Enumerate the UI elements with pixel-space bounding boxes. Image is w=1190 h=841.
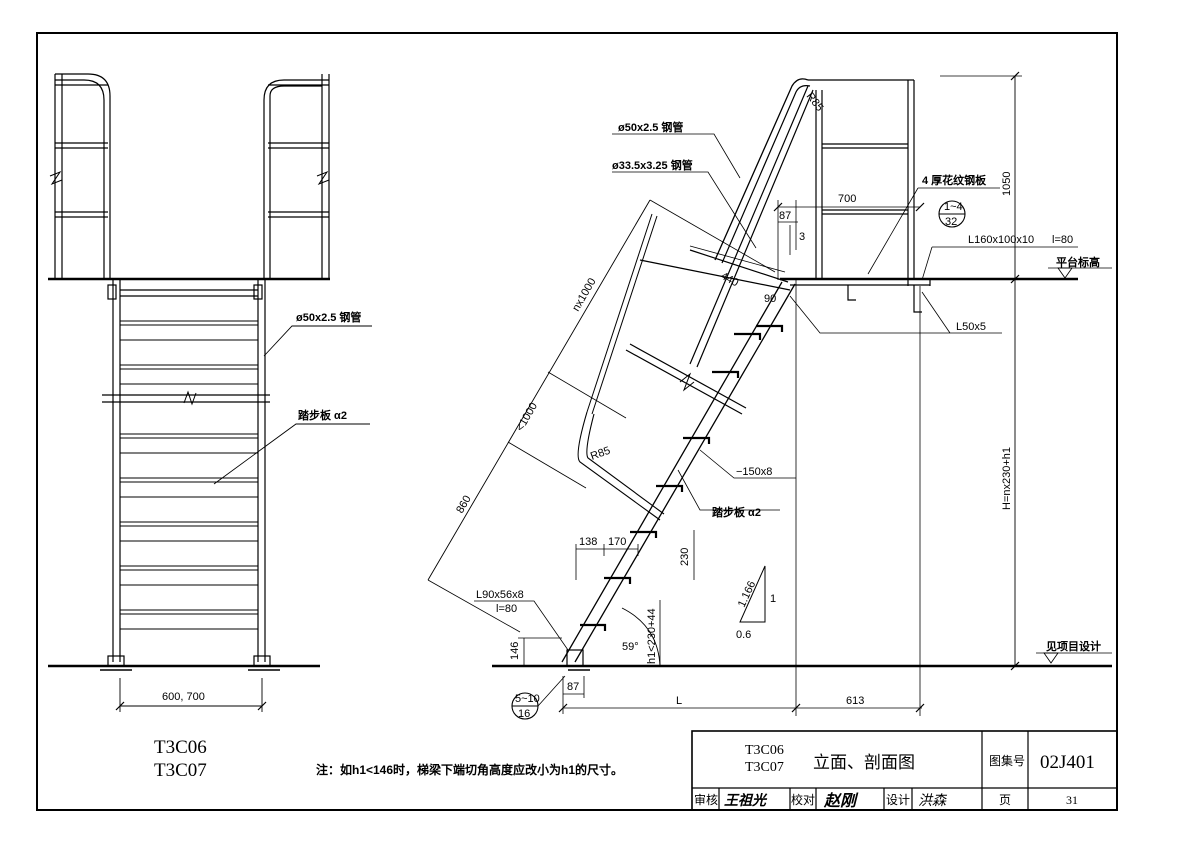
tb-atlas-label: 图集号 xyxy=(989,753,1025,768)
tb-review-sign: 王祖光 xyxy=(724,792,768,809)
tb-page-label: 页 xyxy=(999,793,1011,807)
label-l90-len: l=80 xyxy=(496,603,517,615)
dim-1050: 1050 xyxy=(1001,172,1013,196)
dim-146: 146 xyxy=(509,642,521,660)
title-block xyxy=(691,730,1118,811)
front-pipe-label: ø50x2.5 钢管 xyxy=(296,310,361,324)
slope-1: 1 xyxy=(770,593,776,605)
tb-drawing-name: 立面、剖面图 xyxy=(813,753,915,772)
drawing-code-2: T3C07 xyxy=(154,760,207,781)
section-view xyxy=(427,71,1112,720)
tb-atlas-no: 02J401 xyxy=(1040,752,1095,773)
dim-87-bottom: 87 xyxy=(567,681,579,693)
slope-06: 0.6 xyxy=(736,629,751,641)
label-project: 见项目设计 xyxy=(1046,639,1101,653)
label-tread: 踏步板 α2 xyxy=(712,505,761,519)
label-platform-level: 平台标高 xyxy=(1056,255,1100,269)
detail-bot-page: 16 xyxy=(518,708,530,720)
label-plate: 4 厚花纹钢板 xyxy=(922,173,987,187)
dim-860: 860 xyxy=(454,494,474,516)
tb-design-sign: 洪森 xyxy=(918,793,948,809)
label-pipe-33: ø33.5x3.25 钢管 xyxy=(612,158,693,172)
label-flat-bar: −150x8 xyxy=(736,466,772,478)
slope-1166: 1.166 xyxy=(736,579,759,609)
tb-check-label: 校对 xyxy=(791,792,815,807)
dim-87-top: 87 xyxy=(779,210,791,222)
dim-170: 170 xyxy=(608,536,626,548)
dim-r85: R85 xyxy=(589,445,612,463)
dim-L: L xyxy=(676,695,682,707)
label-l90: L90x56x8 xyxy=(476,589,524,601)
detail-top-page: 32 xyxy=(945,216,957,228)
label-angle-top: L160x100x10 xyxy=(968,234,1034,246)
tb-code-1: T3C06 xyxy=(745,743,784,758)
drawing-note: 注：如h1<146时，梯梁下端切角高度应改小为h1的尺寸。 xyxy=(316,762,623,777)
label-angle-top-len: l=80 xyxy=(1052,234,1073,246)
dim-3: 3 xyxy=(799,231,805,243)
dim-700: 700 xyxy=(838,193,856,205)
detail-top-num: 1~4 xyxy=(944,201,963,213)
dim-59: 59° xyxy=(622,641,639,653)
front-tread-label: 踏步板 α2 xyxy=(298,408,347,422)
front-width-dim: 600, 700 xyxy=(162,691,205,703)
label-l50: L50x5 xyxy=(956,321,986,333)
tb-design-label: 设计 xyxy=(886,793,910,807)
dim-613: 613 xyxy=(846,695,864,707)
dim-h1: h1<230+44 xyxy=(646,608,658,664)
dim-h: H=nx230+h1 xyxy=(1001,447,1013,510)
dim-440: 440 xyxy=(719,270,741,289)
dim-138: 138 xyxy=(579,536,597,548)
dim-lt1000: <1000 xyxy=(514,401,540,434)
drawing-code-1: T3C06 xyxy=(154,737,207,758)
dim-230: 230 xyxy=(679,548,691,566)
tb-check-sign: 赵刚 xyxy=(823,792,859,810)
tb-review-label: 审核 xyxy=(694,792,718,807)
sheet-border xyxy=(36,32,1118,811)
dim-90: 90 xyxy=(764,293,776,305)
detail-bot-num: 5~10 xyxy=(515,693,540,705)
front-view xyxy=(48,73,372,712)
label-pipe-50: ø50x2.5 钢管 xyxy=(618,120,683,134)
tb-page-no: 31 xyxy=(1066,793,1078,807)
tb-code-2: T3C07 xyxy=(745,760,784,775)
